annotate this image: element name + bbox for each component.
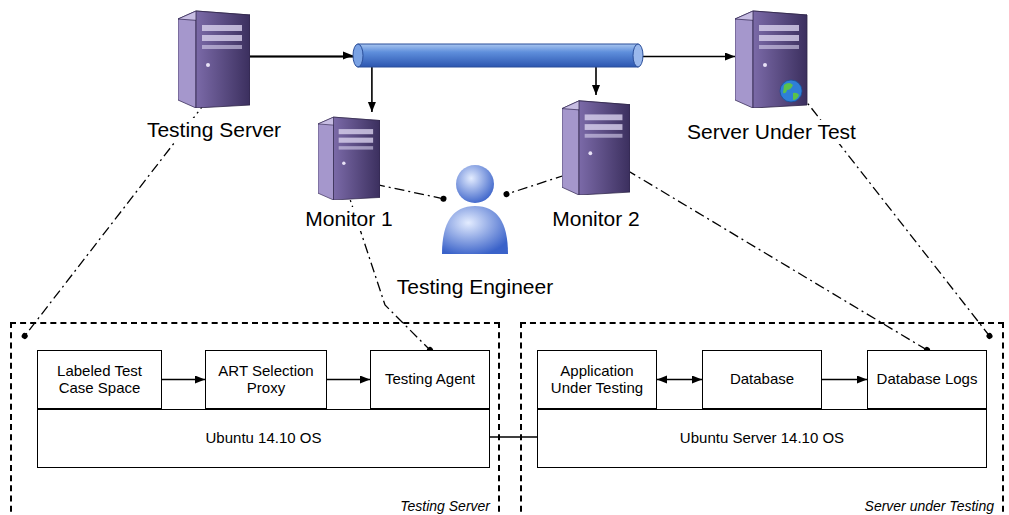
region-label: Server under Testing xyxy=(863,498,996,514)
box-text: Database Logs xyxy=(877,371,978,388)
box-text: Ubuntu 14.10 OS xyxy=(206,430,322,447)
person-icon: Testing Engineer xyxy=(440,162,510,254)
arrow-connector xyxy=(657,379,702,381)
box-text: Application Under Testing xyxy=(542,363,652,396)
process-box: Labeled Test Case Space xyxy=(37,350,162,409)
icon-label: Monitor 1 xyxy=(303,207,395,231)
box-text: Testing Agent xyxy=(385,371,475,388)
server-figure xyxy=(178,5,250,108)
arrow-connector xyxy=(162,379,205,381)
dashed-region: Server under Testing Application Under Te… xyxy=(520,322,1004,515)
process-box: Database Logs xyxy=(867,350,987,409)
process-box: Ubuntu 14.10 OS xyxy=(37,409,490,468)
process-box: Testing Agent xyxy=(370,350,490,409)
icon-label: Testing Server xyxy=(145,118,283,142)
server-icon: Monitor 1 xyxy=(318,112,380,200)
process-box: Application Under Testing xyxy=(537,350,657,409)
arrow-connector xyxy=(250,57,596,96)
process-box: ART Selection Proxy xyxy=(205,350,327,409)
server-icon: Monitor 2 xyxy=(562,95,630,195)
server-figure xyxy=(318,112,380,200)
icon-label: Testing Engineer xyxy=(395,275,555,299)
box-text: ART Selection Proxy xyxy=(210,363,322,396)
dash-dot-link xyxy=(375,184,444,199)
arrow-connector xyxy=(327,379,370,381)
box-text: Labeled Test Case Space xyxy=(42,363,157,396)
icon-label: Server Under Test xyxy=(685,120,858,144)
process-box: Ubuntu Server 14.10 OS xyxy=(537,409,987,468)
dash-dot-link xyxy=(507,175,566,194)
process-box: Database xyxy=(702,350,822,409)
icon-label: Monitor 2 xyxy=(550,207,642,231)
region-label: Testing Server xyxy=(398,498,492,514)
arrow-connector xyxy=(822,379,867,381)
server-icon: Server Under Test xyxy=(735,5,808,108)
dashed-region: Testing Server Labeled Test Case Space ART… xyxy=(10,322,500,515)
server-icon: Testing Server xyxy=(178,5,250,108)
arrow-connector xyxy=(250,57,372,113)
server-figure xyxy=(562,95,630,195)
person-figure xyxy=(440,162,510,254)
box-text: Ubuntu Server 14.10 OS xyxy=(680,430,844,447)
box-text: Database xyxy=(730,371,794,388)
server-figure xyxy=(735,5,808,108)
